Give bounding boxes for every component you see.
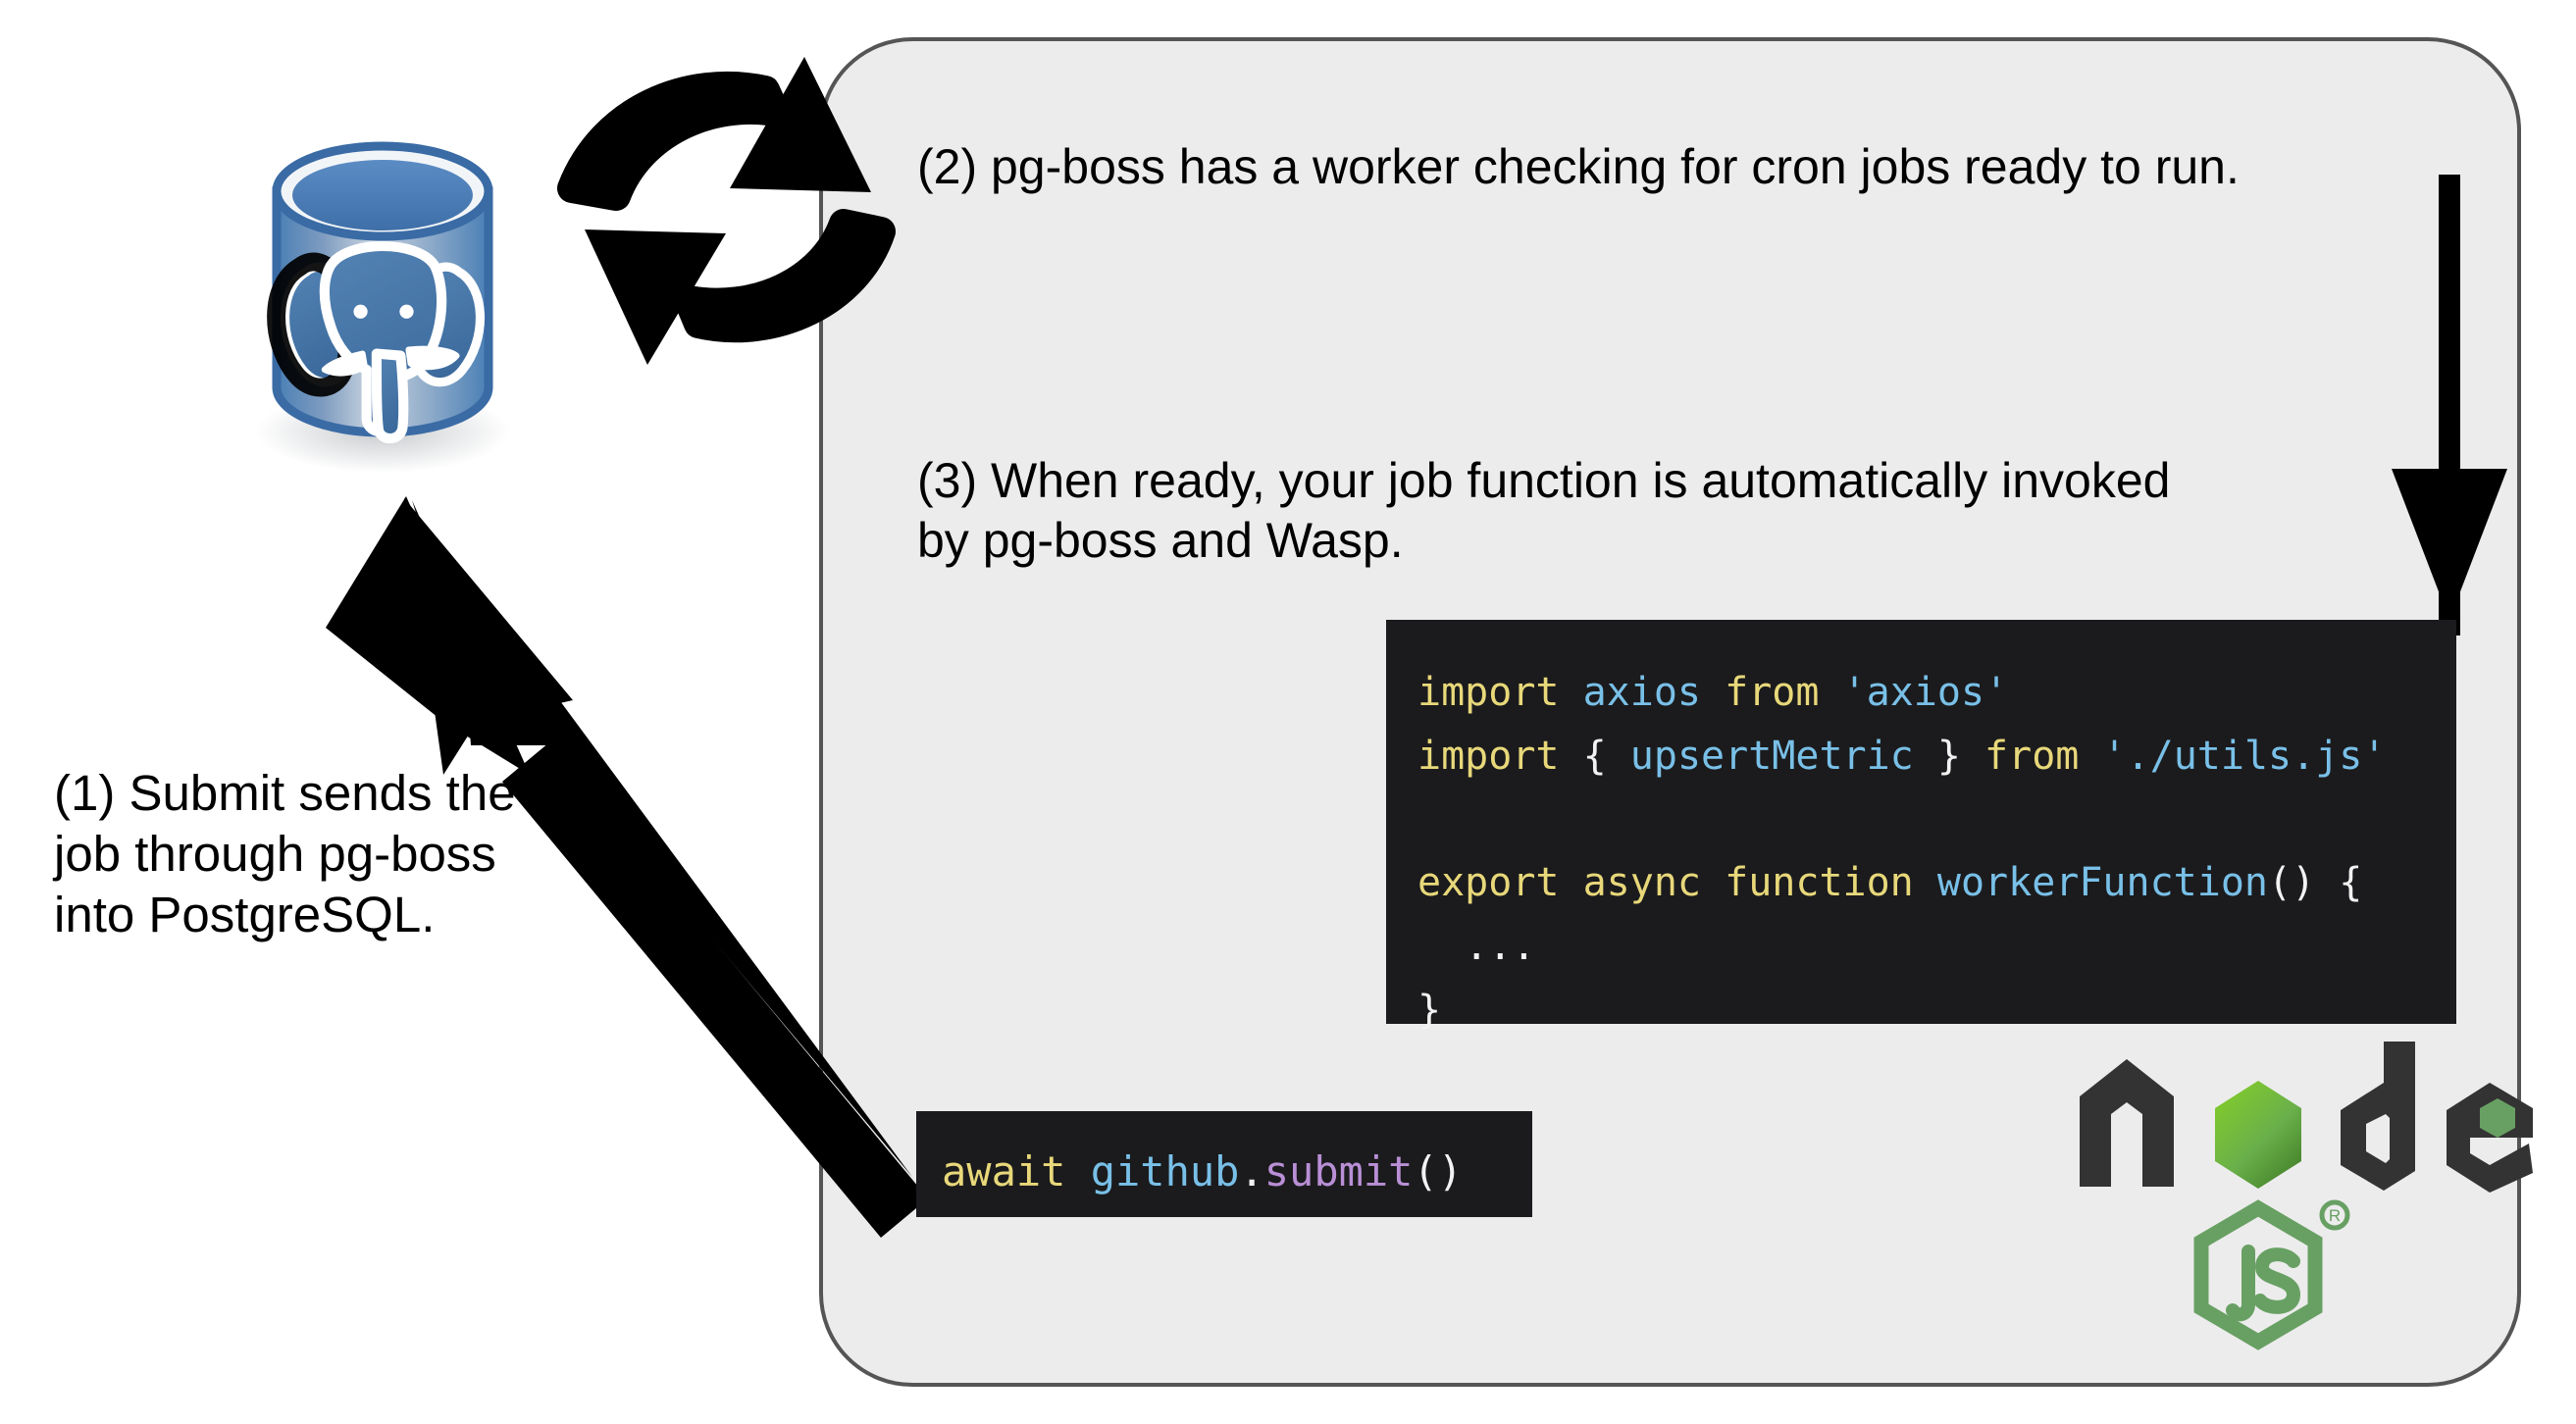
- worker-function-code-block: import axios from 'axios'import { upsert…: [1386, 620, 2456, 1033]
- code-line: ...: [1417, 915, 2456, 979]
- submit-call-code-block: await github.submit(): [916, 1111, 1532, 1217]
- code-token: import: [1417, 733, 1560, 779]
- code-line: import { upsertMetric } from './utils.js…: [1417, 725, 2456, 788]
- code-token: }: [1417, 987, 1442, 1033]
- code-token: from: [1984, 733, 2080, 779]
- code-token: [1607, 734, 1630, 779]
- code-token: await: [942, 1147, 1066, 1195]
- code-token: [1819, 670, 1842, 715]
- code-token: (): [1413, 1147, 1464, 1195]
- annotation-step-1: (1) Submit sends the job through pg-boss…: [54, 765, 516, 943]
- code-token: [1065, 1147, 1090, 1195]
- code-token: from: [1725, 670, 1820, 715]
- code-token: [1560, 670, 1583, 715]
- code-token: upsertMetric: [1629, 733, 1914, 779]
- code-token: workerFunction: [1936, 860, 2269, 906]
- code-line: [1417, 788, 2456, 852]
- code-token: [1914, 734, 1937, 779]
- code-token: github: [1090, 1147, 1240, 1195]
- code-token: .: [1239, 1147, 1264, 1195]
- code-line: }: [1417, 979, 2456, 1043]
- code-line: export async function workerFunction() {: [1417, 851, 2456, 915]
- code-token: [1701, 670, 1725, 715]
- code-line: import axios from 'axios': [1417, 661, 2456, 725]
- code-token: 'axios': [1842, 670, 2009, 715]
- code-token: [1560, 860, 1583, 905]
- code-token: [1961, 734, 1984, 779]
- code-token: [1914, 860, 1937, 905]
- code-token: }: [1936, 733, 1961, 779]
- code-token: submit: [1263, 1147, 1414, 1195]
- code-token: import: [1417, 670, 1560, 715]
- code-token: './utils.js': [2102, 733, 2387, 779]
- code-token: {: [1582, 733, 1607, 779]
- code-token: export: [1417, 860, 1560, 906]
- annotation-step-2: (2) pg-boss has a worker checking for cr…: [917, 139, 2240, 194]
- code-token: [1701, 860, 1725, 905]
- code-token: ...: [1417, 924, 1536, 970]
- annotation-step-3: (3) When ready, your job function is aut…: [917, 453, 2171, 568]
- code-token: [2079, 734, 2102, 779]
- code-token: function: [1725, 860, 1914, 906]
- code-token: () {: [2268, 860, 2363, 906]
- postgresql-logo: [255, 141, 510, 473]
- code-line: await github.submit(): [942, 1139, 1532, 1205]
- code-token: axios: [1582, 670, 1702, 715]
- code-token: async: [1582, 860, 1702, 906]
- code-token: [1560, 734, 1583, 779]
